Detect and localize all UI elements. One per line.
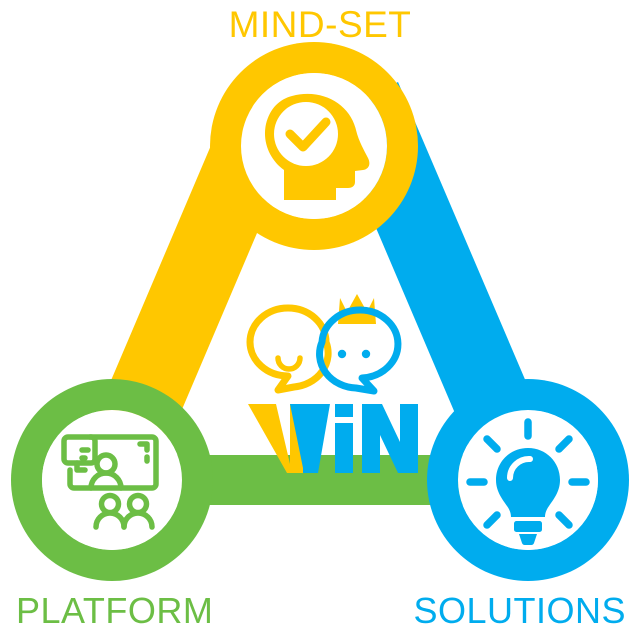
speech-bubble-yellow-icon <box>246 304 332 394</box>
platform-inner-disc <box>42 410 182 550</box>
label-solutions: SOLUTIONS <box>413 590 626 631</box>
label-mind-set: MIND-SET <box>229 4 412 45</box>
win-wordmark <box>248 404 418 473</box>
head-check-icon <box>264 93 370 200</box>
node-mind-set[interactable] <box>210 42 418 250</box>
speech-bubble-blue-icon <box>316 306 402 395</box>
node-platform[interactable] <box>11 379 213 581</box>
label-platform: PLATFORM <box>16 590 213 631</box>
lightbulb-idea-icon <box>466 418 590 546</box>
node-solutions[interactable] <box>427 379 629 581</box>
win-logo <box>246 294 418 473</box>
presentation-audience-icon <box>61 434 159 530</box>
